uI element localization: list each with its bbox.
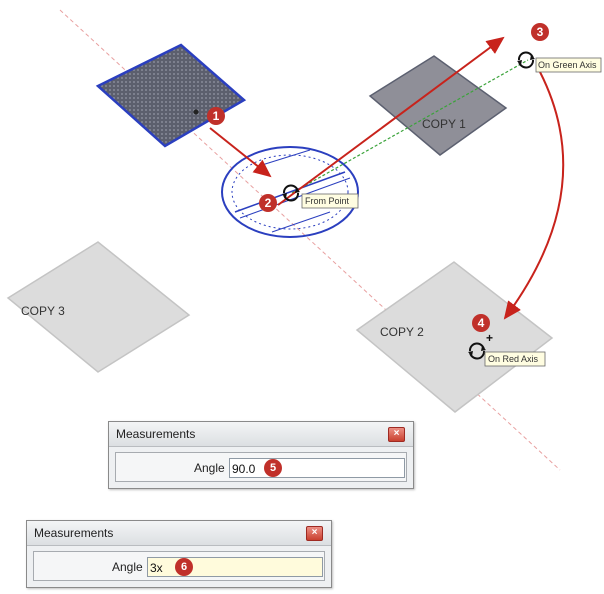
svg-text:3: 3	[537, 25, 544, 39]
rotate-cursor-icon	[282, 184, 300, 202]
tooltip-on-green-axis: On Green Axis	[535, 57, 602, 73]
svg-text:4: 4	[478, 316, 485, 330]
angle-value-field[interactable]: 90.0	[229, 458, 405, 478]
measurements-dialog: Measurements × Angle 3x 6	[26, 520, 332, 588]
copy3-face[interactable]	[6, 241, 191, 373]
dialog-body: Angle 90.0	[115, 452, 407, 482]
measurements-dialog: Measurements × Angle 90.0 5	[108, 421, 414, 489]
protractor-tool[interactable]	[221, 146, 359, 238]
angle-value-field[interactable]: 3x	[147, 557, 323, 577]
step-badge: 3	[531, 23, 549, 41]
close-icon[interactable]: ×	[388, 427, 405, 442]
dialog-titlebar[interactable]: Measurements ×	[27, 521, 331, 546]
svg-text:On Red Axis: On Red Axis	[488, 354, 539, 364]
step-badge: 5	[264, 459, 282, 477]
svg-text:2: 2	[265, 196, 272, 210]
angle-label: Angle	[112, 560, 143, 574]
dialog-titlebar[interactable]: Measurements ×	[109, 422, 413, 447]
dialog-title: Measurements	[116, 427, 196, 441]
copy1-face[interactable]	[368, 55, 508, 156]
green-axis-guide	[291, 59, 529, 194]
dialog-title: Measurements	[34, 526, 114, 540]
original-face-selected[interactable]	[95, 43, 247, 148]
tooltip-on-red-axis: On Red Axis	[484, 351, 546, 367]
move-arrow-1	[209, 127, 272, 178]
rotate-cursor-icon	[517, 51, 535, 69]
step-badge: 6	[175, 558, 193, 576]
rotation-point-marker	[193, 109, 199, 115]
move-arrow-3	[503, 71, 565, 320]
close-icon[interactable]: ×	[306, 526, 323, 541]
copy3-label: COPY 3	[21, 304, 65, 318]
tooltip-from-point: From Point	[301, 193, 359, 209]
svg-text:On Green Axis: On Green Axis	[538, 60, 597, 70]
copy2-face[interactable]	[355, 261, 554, 413]
plus-icon: +	[486, 331, 493, 345]
svg-text:From Point: From Point	[305, 196, 350, 206]
move-arrow-2	[277, 36, 505, 206]
copy2-label: COPY 2	[380, 325, 424, 339]
step-badge: 1	[207, 107, 225, 125]
copy1-label: COPY 1	[422, 117, 466, 131]
rotate-cursor-icon	[468, 342, 486, 360]
step-badge: 2	[259, 194, 277, 212]
svg-text:1: 1	[213, 109, 220, 123]
angle-label: Angle	[194, 461, 225, 475]
step-badge: 4	[472, 314, 490, 332]
